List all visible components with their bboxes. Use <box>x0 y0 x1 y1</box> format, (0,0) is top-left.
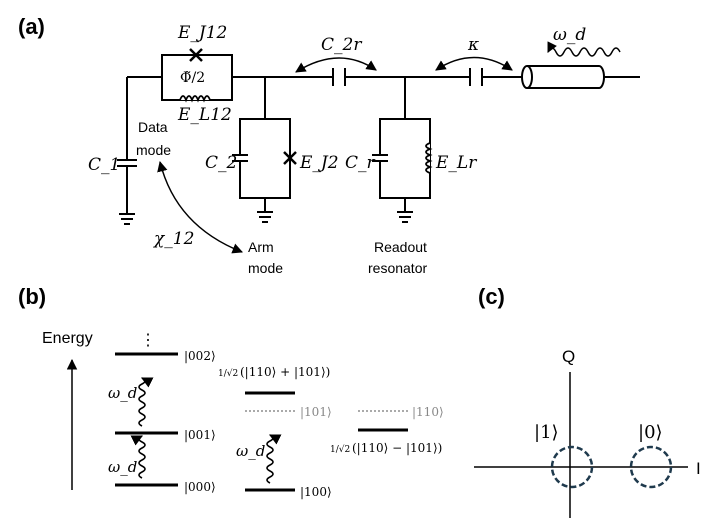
label-level-100: |100⟩ <box>300 485 332 499</box>
label-data-mode-2: mode <box>136 142 171 158</box>
ground-1 <box>119 213 135 225</box>
drive-wave-arrow <box>547 41 621 57</box>
label-arm-mode-1: Arm <box>248 239 274 255</box>
c2r-coupling-arrow <box>295 57 377 73</box>
label-kappa: κ <box>467 35 479 55</box>
label-level-000: |000⟩ <box>184 480 216 494</box>
ground-3 <box>397 211 413 223</box>
panel-label-c: (c) <box>478 284 505 309</box>
label-omega-d-lower: ω_d <box>108 458 137 476</box>
label-sym-plus-state: (|110⟩ + |101⟩) <box>240 365 330 379</box>
label-c1: C_1 <box>88 155 120 175</box>
state-0-blob <box>629 445 673 489</box>
iq-labels: Q I |1⟩ |0⟩ <box>534 347 701 478</box>
panel-label-a: (a) <box>18 14 45 39</box>
drive-wave-100 <box>266 434 282 484</box>
label-c2r: C_2r <box>321 35 362 55</box>
label-ej2: E_J2 <box>299 153 339 173</box>
label-level-110: |110⟩ <box>412 405 444 419</box>
label-arm-mode-2: mode <box>248 260 283 276</box>
coax-line <box>521 65 605 89</box>
label-level-101: |101⟩ <box>300 405 332 419</box>
inductor-elr <box>425 142 433 174</box>
state-1-label: |1⟩ <box>534 422 559 443</box>
label-readout-2: resonator <box>368 260 427 276</box>
circuit-labels: E_J12 Φ̃/2 E_L12 C_2r κ ω_d C_1 Data mod… <box>88 23 586 276</box>
label-level-001: |001⟩ <box>184 428 216 442</box>
state-0-label: |0⟩ <box>638 422 663 443</box>
energy-label: Energy <box>42 330 93 347</box>
kappa-coupling-arrow <box>435 56 513 71</box>
label-omega-d-upper: ω_d <box>108 384 137 402</box>
label-level-002: |002⟩ <box>184 349 216 363</box>
energy-labels: Energy ⋮ |002⟩ |001⟩ |000⟩ ω_d ω_d ω_d |… <box>42 330 444 499</box>
label-ej12: E_J12 <box>177 23 227 43</box>
label-c2: C_2 <box>205 153 237 173</box>
chi12-arrow <box>157 160 243 254</box>
level-dots: ⋮ <box>140 330 156 349</box>
q-axis-label: Q <box>562 347 575 366</box>
circuit-diagram <box>117 41 640 254</box>
junction-ej2-b <box>283 151 297 165</box>
label-readout-1: Readout <box>374 239 427 255</box>
energy-diagram <box>66 352 408 492</box>
label-chi12: χ_12 <box>153 229 194 249</box>
label-omega-d-right: ω_d <box>236 442 265 460</box>
label-elr: E_Lr <box>435 153 477 173</box>
state-1-blob <box>550 445 594 489</box>
label-phi-half: Φ̃/2 <box>180 70 205 86</box>
label-omega-d-drive: ω_d <box>553 25 586 45</box>
label-sym-minus-prefix: 1/√2 <box>330 444 350 455</box>
label-el12: E_L12 <box>177 105 232 125</box>
ground-2 <box>257 211 273 223</box>
label-sym-plus-prefix: 1/√2 <box>218 368 238 379</box>
label-sym-minus-state: (|110⟩ − |101⟩) <box>352 441 442 455</box>
junction-ej12-b <box>189 48 203 62</box>
label-data-mode-1: Data <box>138 119 168 135</box>
drive-wave-001 <box>130 435 146 479</box>
drive-wave-002 <box>138 377 154 427</box>
iq-plane <box>474 372 688 518</box>
label-cr: C_r <box>345 153 376 173</box>
i-axis-label: I <box>696 459 701 478</box>
inductor-el12 <box>179 95 211 103</box>
panel-label-b: (b) <box>18 284 46 309</box>
